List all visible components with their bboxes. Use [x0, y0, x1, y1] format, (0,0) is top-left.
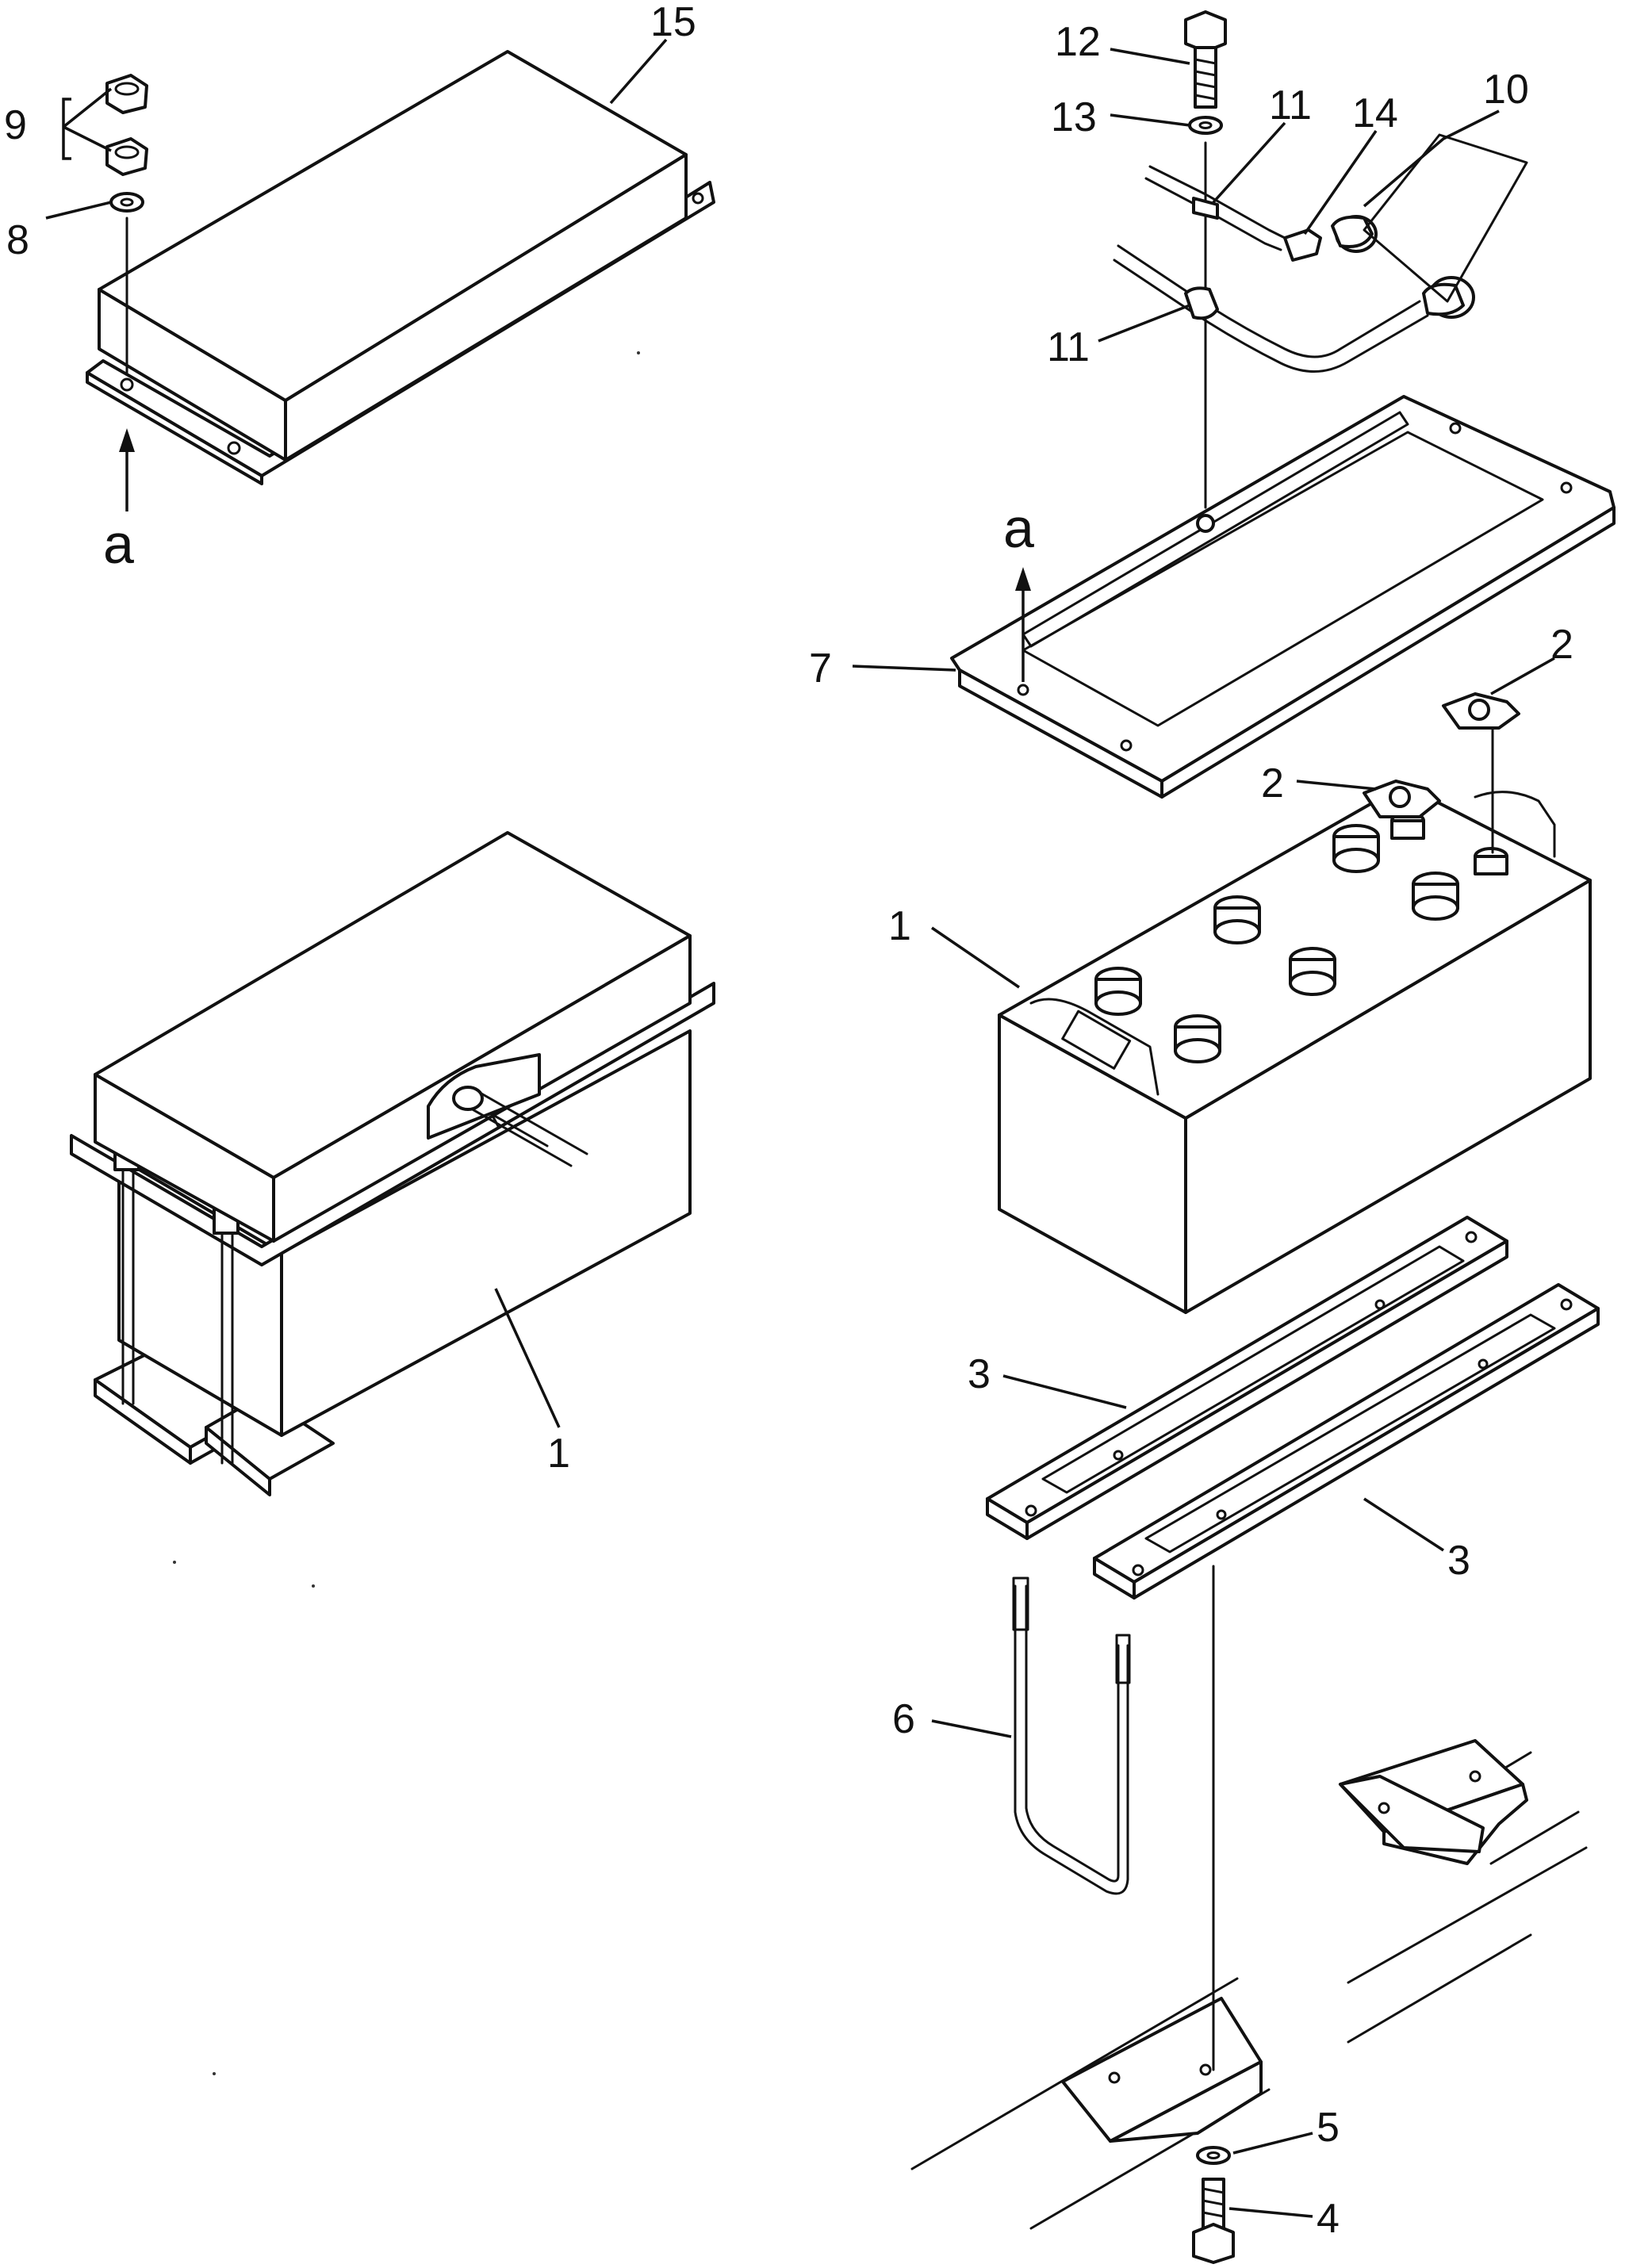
support-bar-left [986, 1216, 1508, 1540]
callout-9: 9 [4, 102, 27, 148]
terminal-clamp-right [1442, 692, 1520, 730]
callout-14: 14 [1352, 90, 1398, 136]
scan-specks [173, 351, 640, 2075]
bolt-12 [1184, 10, 1227, 109]
view-arrow-right [1015, 567, 1031, 682]
callout-2-right: 2 [1550, 622, 1573, 668]
callout-6: 6 [892, 1696, 915, 1742]
j-bolt-6 [1012, 1576, 1131, 1895]
callout-3-lower: 3 [1447, 1538, 1470, 1584]
washer-13 [1188, 116, 1223, 135]
callout-5: 5 [1317, 2105, 1340, 2151]
battery-assembly-view [70, 831, 715, 1496]
callout-15: 15 [650, 0, 696, 45]
terminal-clamp-left [1363, 780, 1441, 818]
callout-11-lower: 11 [1047, 324, 1090, 370]
callout-7: 7 [809, 646, 832, 692]
callout-11-upper: 11 [1269, 82, 1312, 128]
leader-lines [45, 38, 1555, 2218]
washer-5 [1196, 2146, 1231, 2165]
view-arrow-left [119, 428, 135, 511]
callout-1-right: 1 [888, 903, 911, 949]
callout-13: 13 [1051, 94, 1097, 140]
callout-labels: 15 9 8 a 12 13 11 14 10 11 a 7 2 2 1 1 3… [4, 0, 1573, 2242]
callout-4: 4 [1317, 2196, 1340, 2242]
battery-1 [998, 783, 1592, 1314]
view-mark-a-right: a [1003, 497, 1034, 559]
callout-2-left: 2 [1261, 760, 1284, 806]
callout-12: 12 [1055, 19, 1101, 65]
bolt-4 [1192, 2178, 1235, 2264]
battery-cover-top-view [86, 50, 715, 485]
callout-1-left: 1 [547, 1431, 570, 1477]
view-mark-a-left: a [103, 513, 134, 575]
support-bar-right [1093, 1283, 1600, 1599]
callout-8: 8 [6, 217, 29, 263]
vehicle-frame [910, 1739, 1588, 2230]
callout-3-upper: 3 [968, 1351, 991, 1397]
callout-10: 10 [1483, 67, 1529, 113]
hold-down-bracket-7 [950, 395, 1616, 799]
battery-caps [1094, 824, 1459, 1063]
battery-cable-10 [1113, 165, 1475, 373]
